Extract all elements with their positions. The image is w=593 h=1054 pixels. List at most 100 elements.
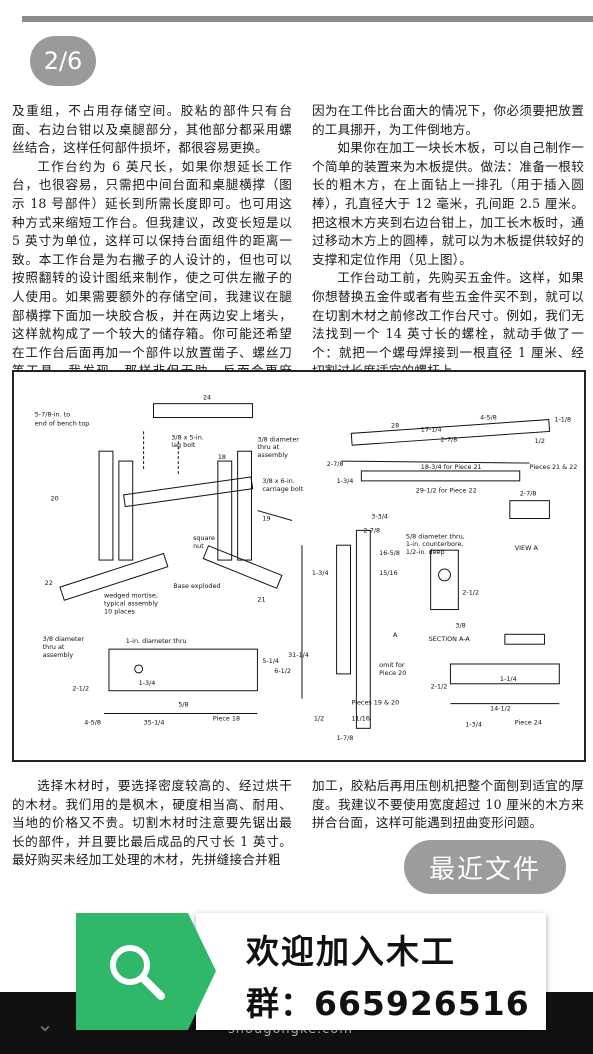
diagram-label: 2-7/8 bbox=[363, 526, 380, 534]
banner-search-badge bbox=[76, 913, 216, 1030]
diagram-label: wedged mortise, bbox=[104, 592, 158, 600]
diagram-label: 10 places bbox=[104, 608, 135, 616]
diagram-label: 11/16 bbox=[351, 714, 370, 722]
paragraph: 工作台约为 6 英尺长，如果你想延长工作台，也很容易，只需把中间台面和桌腿横撑（… bbox=[12, 158, 292, 397]
diagram-label: nut bbox=[193, 542, 204, 550]
diagram-label: 5/8 bbox=[178, 701, 188, 709]
text-column-left-bottom: 选择木材时，要选择密度较高的、经过烘干的木材。我们用的是枫木，硬度相当高、耐用、… bbox=[12, 777, 292, 870]
text-column-right-bottom: 加工，胶粘后再用压刨机把整个面刨到适宜的厚度。我建议不要使用宽度超过 10 厘米… bbox=[312, 777, 584, 833]
paragraph: 及重组，不占用存储空间。胶粘的部件只有台面、右边台钳以及桌腿部分，其他部分都采用… bbox=[12, 103, 292, 156]
leg-part bbox=[98, 450, 114, 561]
diagram-label: Piece 20 bbox=[379, 669, 406, 677]
diagram-label: 2-7/8 bbox=[520, 490, 537, 498]
workbench-diagram: 5-7/8-in. to end of bench top 24 3/8 x 5… bbox=[12, 370, 586, 762]
diagram-label: end of bench top bbox=[35, 419, 90, 427]
diagram-label: 5/8 diameter thru, bbox=[406, 532, 465, 540]
diagram-label: thru at bbox=[43, 643, 65, 651]
diagram-label: 1-3/4 bbox=[139, 679, 156, 687]
group-banner[interactable]: 欢迎加入木工 群：665926516 bbox=[76, 913, 546, 1030]
diagram-svg: 5-7/8-in. to end of bench top 24 3/8 x 5… bbox=[35, 394, 578, 742]
diagram-label: 3-3/4 bbox=[371, 512, 388, 520]
diagram-label: 35-1/4 bbox=[144, 718, 165, 726]
diagram-label: 20 bbox=[51, 495, 59, 503]
diagram-label: 29-1/2 for Piece 22 bbox=[416, 487, 477, 495]
paragraph: 工作台动工前，先购买五金件。这样，如果你想替换五金件或者有些五金件买不到，就可以… bbox=[312, 270, 584, 378]
diagram-label: 2-1/2 bbox=[72, 685, 89, 693]
bolt-hole bbox=[134, 664, 144, 674]
leg-part bbox=[237, 450, 252, 561]
paragraph: 选择木材时，要选择密度较高的、经过烘干的木材。我们用的是枫木，硬度相当高、耐用、… bbox=[12, 778, 292, 868]
diagram-label: 1-3/4 bbox=[465, 720, 482, 728]
stretcher-part bbox=[123, 476, 254, 508]
diagram-label: omit for bbox=[379, 661, 405, 669]
search-icon bbox=[110, 945, 165, 1000]
piece-21-22-side bbox=[360, 470, 521, 482]
chevron-down-icon[interactable]: ⌄ bbox=[36, 1012, 54, 1036]
foot-part bbox=[59, 552, 169, 601]
diagram-label: 1/2-in. deep bbox=[406, 548, 445, 556]
view-a-profile bbox=[509, 500, 550, 519]
dimension-line bbox=[341, 460, 530, 464]
banner-group-number: 群：665926516 bbox=[246, 984, 530, 1023]
diagram-label: 18-3/4 for Piece 21 bbox=[421, 463, 482, 471]
diagram-label: 3/8 bbox=[455, 621, 465, 629]
top-rail-part bbox=[153, 403, 253, 419]
diagram-label: 3/8 x 5-in. bbox=[171, 433, 204, 441]
diagram-label: Base exploded bbox=[173, 582, 220, 590]
piece-21-22 bbox=[350, 419, 551, 446]
diagram-label: 4-5/8 bbox=[84, 718, 101, 726]
diagram-label: 4-5/8 bbox=[480, 414, 497, 422]
text-column-right-top: 因为在工件比台面大的情况下，你必须要把放置的工具挪开，为工件倒地方。 如果你在加… bbox=[312, 102, 584, 381]
diagram-label: 2-1/2 bbox=[462, 589, 479, 597]
diagram-label: 2-7/8 bbox=[327, 460, 344, 468]
diagram-label: 24 bbox=[203, 394, 211, 402]
recent-files-button[interactable]: 最近文件 bbox=[404, 840, 566, 894]
page-indicator[interactable]: 2/6 bbox=[30, 36, 96, 86]
diagram-label: Piece 24 bbox=[515, 718, 542, 726]
paragraph: 加工，胶粘后再用压刨机把整个面刨到适宜的厚度。我建议不要使用宽度超过 10 厘米… bbox=[312, 778, 584, 831]
diagram-label: Piece 18 bbox=[213, 714, 240, 722]
diagram-label: 1-7/8 bbox=[337, 734, 354, 742]
diagram-label: A bbox=[393, 631, 398, 639]
top-rule bbox=[22, 16, 593, 22]
diagram-label: 5-1/4 bbox=[262, 657, 279, 665]
leg-part bbox=[118, 460, 134, 561]
diagram-label: 31-1/4 bbox=[288, 651, 309, 659]
paragraph: 因为在工件比台面大的情况下，你必须要把放置的工具挪开，为工件倒地方。 bbox=[312, 103, 584, 137]
diagram-label: 5-7/8-in. to bbox=[35, 411, 71, 419]
piece-24-top bbox=[504, 633, 545, 645]
diagram-label: 1-3/4 bbox=[312, 569, 329, 577]
diagram-label: 3/8 diameter bbox=[43, 635, 85, 643]
counterbore-hole bbox=[438, 568, 451, 582]
paragraph: 如果你在加工一块长木板，可以自己制作一个简单的装置来为木板提供。做法：准备一根较… bbox=[312, 140, 584, 267]
diagram-label: 16-5/8 bbox=[379, 549, 400, 557]
diagram-label: Pieces 21 & 22 bbox=[530, 463, 578, 471]
diagram-label: 18 bbox=[218, 453, 226, 461]
banner-card bbox=[196, 913, 546, 1030]
diagram-label: 1-3/4 bbox=[337, 477, 354, 485]
diagram-label: 1-1/8 bbox=[554, 415, 571, 423]
diagram-label: 3/8 x 6-in. bbox=[262, 477, 295, 485]
diagram-label: SECTION A-A bbox=[429, 635, 471, 643]
diagram-label: 21 bbox=[257, 596, 265, 604]
diagram-label: 14-1/2 bbox=[490, 705, 511, 713]
banner-title: 欢迎加入木工 bbox=[246, 932, 456, 971]
piece-18 bbox=[108, 648, 258, 692]
diagram-label: 2-7/8 bbox=[441, 435, 458, 443]
diagram-label: 6-1/2 bbox=[274, 667, 291, 675]
diagram-label: 22 bbox=[45, 579, 53, 587]
diagram-label: 15/16 bbox=[379, 569, 398, 577]
diagram-label: Pieces 19 & 20 bbox=[351, 699, 399, 707]
diagram-label: typical assembly bbox=[104, 600, 158, 608]
diagram-label: VIEW A bbox=[515, 544, 539, 552]
diagram-label: thru at bbox=[257, 443, 279, 451]
diagram-label: 3/8 diameter bbox=[257, 435, 299, 443]
diagram-label: 1-1/4 bbox=[500, 675, 517, 683]
bolt-line bbox=[257, 510, 293, 521]
piece-19-20-side bbox=[336, 544, 351, 675]
diagram-label: 2-1/2 bbox=[431, 683, 448, 691]
diagram-label: 1-in. diameter thru bbox=[126, 637, 187, 645]
text-column-left-top: 及重组，不占用存储空间。胶粘的部件只有台面、右边台钳以及桌腿部分，其他部分都采用… bbox=[12, 102, 292, 400]
diagram-label: 17-1/4 bbox=[421, 425, 442, 433]
section-a-a bbox=[430, 549, 459, 611]
